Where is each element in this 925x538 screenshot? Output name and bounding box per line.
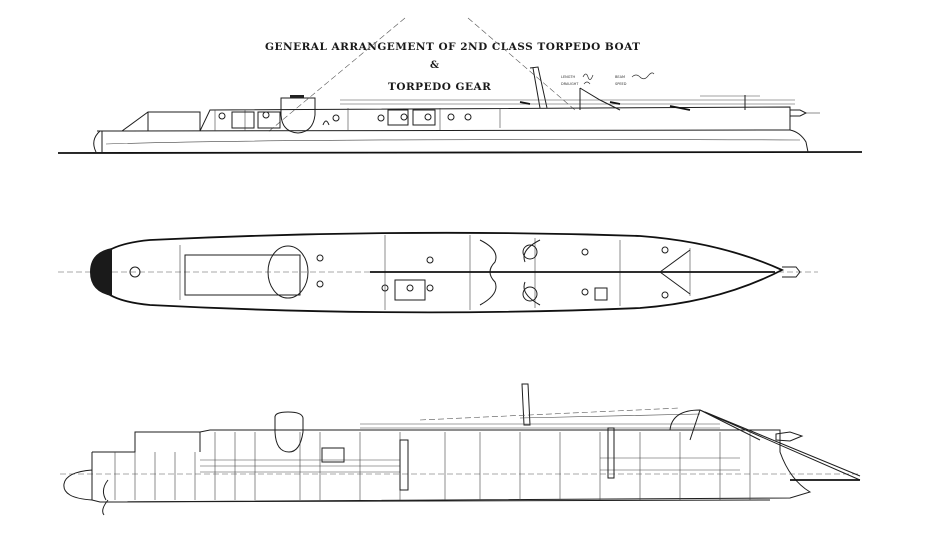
conning-tower xyxy=(280,97,316,134)
draught-label: DRAUGHT xyxy=(561,82,579,86)
construction-lines xyxy=(267,17,576,133)
beam-label: BEAM xyxy=(615,75,625,79)
section-view xyxy=(60,383,861,516)
hull-outline xyxy=(94,231,785,314)
length-label: LENGTH xyxy=(561,75,576,79)
speed-label: SPEED xyxy=(615,82,627,86)
title-line-1: GENERAL ARRANGEMENT OF 2ND CLASS TORPEDO… xyxy=(265,41,640,53)
funnel xyxy=(529,66,548,109)
profile-view xyxy=(57,66,863,154)
particulars-annotation: LENGTH DRAUGHT BEAM SPEED xyxy=(561,72,655,86)
section-funnel xyxy=(521,383,531,426)
torpedo xyxy=(789,109,808,117)
plan-view xyxy=(58,231,818,314)
title-block: GENERAL ARRANGEMENT OF 2ND CLASS TORPEDO… xyxy=(265,41,640,93)
stern-cap xyxy=(90,248,112,296)
title-line-2: TORPEDO GEAR xyxy=(388,81,491,93)
title-ampersand: & xyxy=(430,60,440,71)
waterline xyxy=(57,151,863,154)
section-conning-tower xyxy=(274,411,304,453)
